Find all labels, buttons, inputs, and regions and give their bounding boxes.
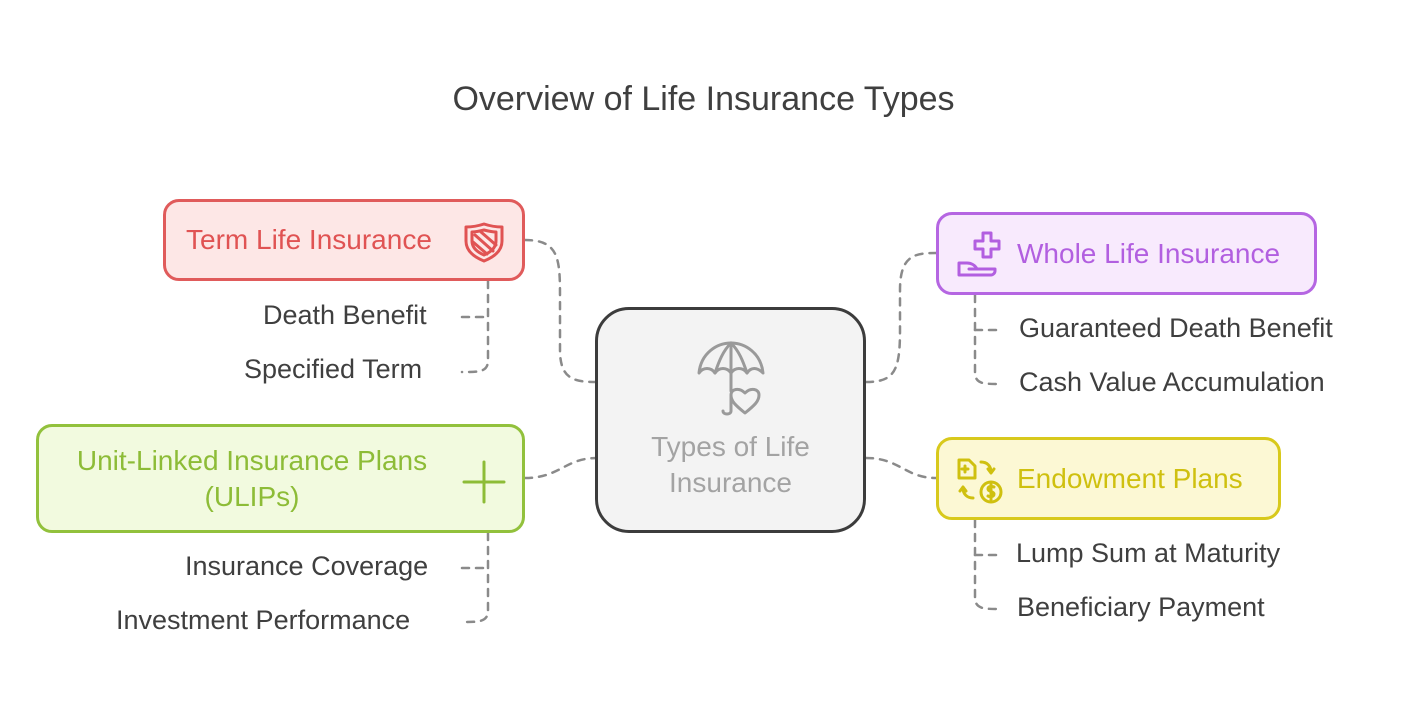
whole-item-guaranteed-death-benefit: Guaranteed Death Benefit: [1019, 313, 1333, 343]
umbrella-heart-icon: [697, 341, 764, 416]
ulip-node: Unit-Linked Insurance Plans (ULIPs): [36, 424, 525, 533]
connector-endow-leaves: [973, 518, 1002, 611]
whole-item-cash-value: Cash Value Accumulation: [1019, 367, 1325, 397]
diagram-title: Overview of Life Insurance Types: [452, 80, 955, 118]
whole-life-node: Whole Life Insurance: [936, 212, 1317, 295]
connector-whole: [864, 251, 938, 384]
endow-item-beneficiary-payment: Beneficiary Payment: [1017, 592, 1265, 622]
endowment-node: Endowment Plans: [936, 437, 1281, 520]
money-exchange-icon: [957, 458, 1003, 504]
shield-icon: [464, 222, 504, 263]
ulip-item-investment-performance: Investment Performance: [116, 605, 411, 635]
ulip-label: Unit-Linked Insurance Plans (ULIPs): [76, 444, 428, 512]
whole-life-label: Whole Life Insurance: [1017, 237, 1281, 269]
connector-endow: [864, 456, 938, 480]
term-life-node: Term Life Insurance: [163, 199, 525, 281]
term-item-death-benefit: Death Benefit: [263, 300, 427, 330]
hand-plus-icon: [957, 231, 1001, 277]
endowment-label: Endowment Plans: [1017, 462, 1243, 494]
connector-ulip-leaves: [460, 531, 490, 624]
center-label: Types of Life Insurance: [651, 431, 810, 498]
connector-term: [523, 238, 599, 384]
endow-item-lump-sum: Lump Sum at Maturity: [1016, 538, 1281, 568]
term-item-specified-term: Specified Term: [244, 354, 423, 384]
center-node: Types of Life Insurance: [595, 307, 866, 533]
term-life-label: Term Life Insurance: [186, 224, 432, 255]
connector-ulip: [523, 456, 599, 480]
connector-whole-leaves: [973, 293, 1002, 386]
connector-term-leaves: [460, 279, 490, 374]
plus-icon: [462, 460, 506, 504]
ulip-item-insurance-coverage: Insurance Coverage: [185, 551, 429, 581]
